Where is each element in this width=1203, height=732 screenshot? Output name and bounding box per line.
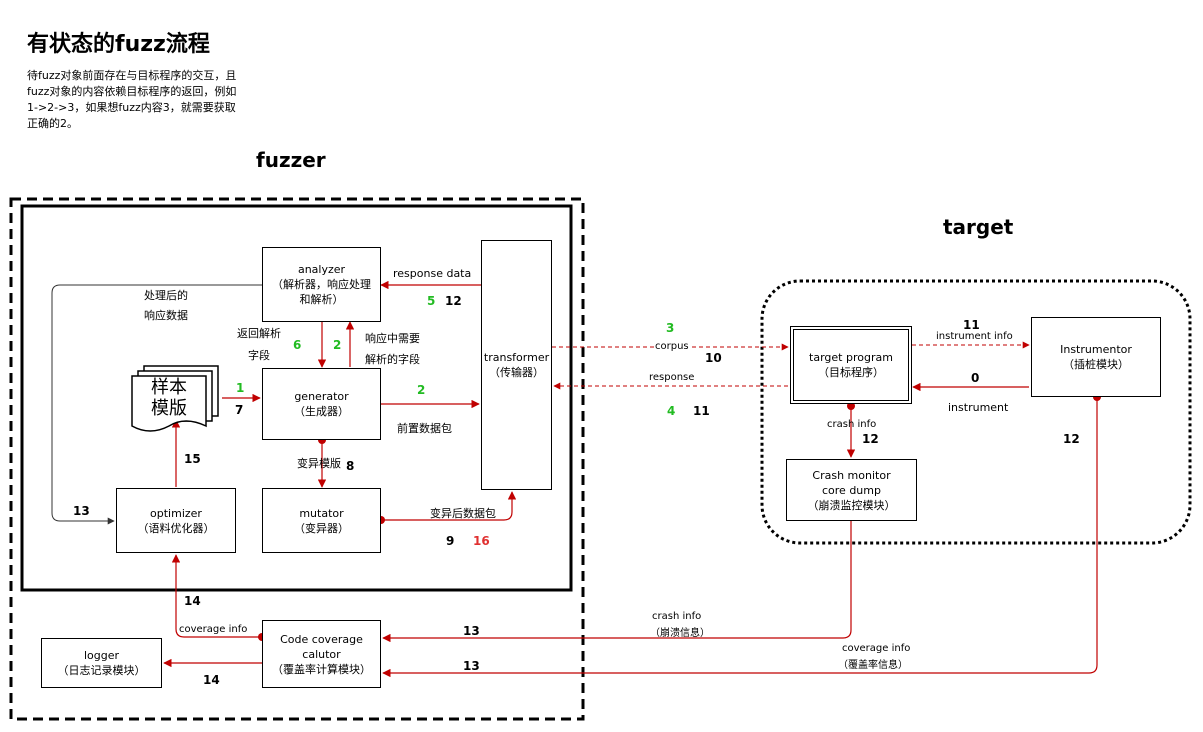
step-3: 3 <box>666 321 675 335</box>
step-12: 12 <box>445 294 462 308</box>
label-return-1: 返回解析 <box>237 327 281 340</box>
mutator-node: mutator （变异器） <box>262 488 381 553</box>
label-processed-2: 响应数据 <box>144 309 188 322</box>
step-0: 0 <box>971 371 980 385</box>
label-mutate-template: 变异模版 <box>297 457 341 470</box>
step-2: 2 <box>333 338 342 352</box>
step-4: 4 <box>667 404 676 418</box>
step-2: 2 <box>417 383 426 397</box>
label-corpus: corpus <box>655 341 689 352</box>
target-dotted-border <box>760 279 1192 545</box>
label-instrument: instrument <box>948 401 1009 414</box>
edge-processed-response <box>51 284 262 525</box>
template-label: 样本 模版 <box>151 377 187 419</box>
code-coverage-node: Code coverage calutor （覆盖率计算模块） <box>262 620 381 688</box>
step-11: 11 <box>693 404 710 418</box>
label-mutated-packet: 变异后数据包 <box>430 507 496 520</box>
fuzzer-dashed-border <box>9 197 585 721</box>
step-7: 7 <box>235 403 244 417</box>
step-10: 10 <box>705 351 722 365</box>
edge-coverage-info-2 <box>382 397 1098 678</box>
label-crash-info: crash info <box>827 419 877 430</box>
label-response: response <box>649 372 695 383</box>
label-coverage-info-2-cn: （覆盖率信息） <box>838 660 908 671</box>
template-document-icon <box>131 365 219 432</box>
step-1: 1 <box>236 381 245 395</box>
label-need-2: 解析的字段 <box>365 353 420 366</box>
instrumentor-node: Instrumentor （插桩模块） <box>1031 317 1161 397</box>
fuzzer-core-border <box>20 204 573 592</box>
step-8: 8 <box>346 459 355 473</box>
step-14: 14 <box>203 673 220 687</box>
step-12: 12 <box>1063 432 1080 446</box>
transformer-node: transformer （传输器） <box>481 240 552 490</box>
label-coverage-info-2: coverage info <box>842 643 911 654</box>
step-14: 14 <box>184 594 201 608</box>
label-crash-info-2-cn: （崩溃信息） <box>650 628 710 639</box>
analyzer-node: analyzer （解析器，响应处理 和解析） <box>262 247 381 322</box>
step-11: 11 <box>963 318 980 332</box>
generator-node: generator （生成器） <box>262 368 381 440</box>
edge-mutated-packet <box>381 491 517 521</box>
crash-monitor-node: Crash monitor core dump （崩溃监控模块） <box>786 459 917 521</box>
step-5: 5 <box>427 294 436 308</box>
label-prepacket: 前置数据包 <box>397 422 452 435</box>
label-instrument-info: instrument info <box>936 331 1013 342</box>
label-crash-info-2: crash info <box>652 611 702 622</box>
logger-node: logger （日志记录模块） <box>41 638 162 688</box>
target-group-label: target <box>943 215 1014 239</box>
target-program-node: target program （目标程序） <box>790 326 912 404</box>
step-9: 9 <box>446 534 455 548</box>
label-need-1: 响应中需要 <box>365 332 420 345</box>
step-13: 13 <box>463 624 480 638</box>
label-response-data: response data <box>393 267 472 280</box>
fuzzer-group-label: fuzzer <box>256 148 326 172</box>
page-title: 有状态的fuzz流程 <box>27 32 210 57</box>
step-12: 12 <box>862 432 879 446</box>
edge-crash-info-2 <box>382 521 852 643</box>
label-coverage-info: coverage info <box>179 624 248 635</box>
step-13: 13 <box>463 659 480 673</box>
label-return-2: 字段 <box>248 349 270 362</box>
page-description: 待fuzz对象前面存在与目标程序的交互，且fuzz对象的内容依赖目标程序的返回，… <box>27 69 237 130</box>
step-15: 15 <box>184 452 201 466</box>
edge-coverage-info <box>171 554 262 638</box>
step-6: 6 <box>293 338 302 352</box>
label-processed-1: 处理后的 <box>144 289 188 302</box>
step-16: 16 <box>473 534 490 548</box>
step-13: 13 <box>73 504 90 518</box>
optimizer-node: optimizer （语料优化器） <box>116 488 236 553</box>
